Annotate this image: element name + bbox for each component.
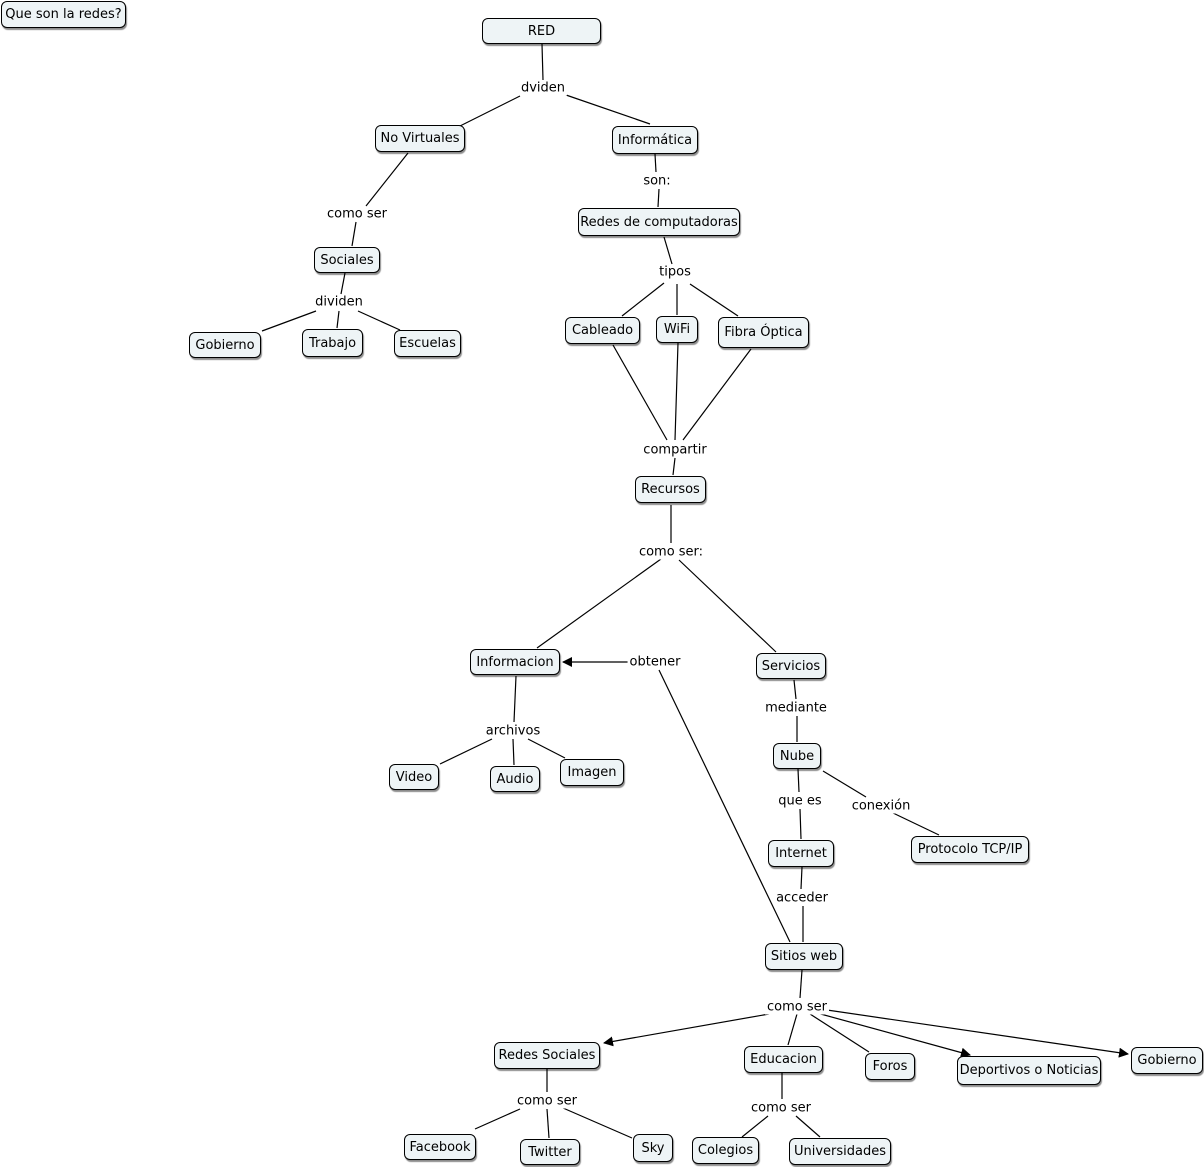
concept-trabajo[interactable]: Trabajo [302,329,363,357]
concept-wifi[interactable]: WiFi [656,316,698,343]
link-que-es[interactable]: que es [776,793,824,809]
concept-no-virtuales[interactable]: No Virtuales [375,125,465,152]
concept-informatica[interactable]: Informática [612,126,698,154]
concept-escuelas[interactable]: Escuelas [394,330,461,357]
link-obtener[interactable]: obtener [627,654,683,670]
link-conexion[interactable]: conexión [849,798,913,814]
concept-servicios[interactable]: Servicios [756,653,826,679]
concept-cableado[interactable]: Cableado [565,317,640,344]
concept-nube[interactable]: Nube [773,743,821,769]
concept-sociales[interactable]: Sociales [314,247,380,273]
concept-universidades[interactable]: Universidades [789,1138,891,1165]
link-compartir[interactable]: compartir [641,442,709,458]
concept-redes-sociales[interactable]: Redes Sociales [494,1042,600,1069]
concept-protocolo-tcp-ip[interactable]: Protocolo TCP/IP [911,836,1029,863]
concept-video[interactable]: Video [389,764,439,790]
link-como-ser-educacion[interactable]: como ser [749,1100,813,1116]
concept-imagen[interactable]: Imagen [560,759,624,786]
concept-redes-de-computadoras[interactable]: Redes de computadoras [578,208,740,236]
link-son[interactable]: son: [641,173,673,189]
concept-sitios-web[interactable]: Sitios web [765,943,843,970]
concept-gobierno-web[interactable]: Gobierno [1131,1047,1203,1074]
concept-internet[interactable]: Internet [768,840,834,867]
link-como-ser-sitios[interactable]: como ser [765,999,829,1015]
concept-colegios[interactable]: Colegios [692,1137,759,1164]
concept-deportivos-o-noticias[interactable]: Deportivos o Noticias [957,1056,1101,1085]
concept-twitter[interactable]: Twitter [520,1139,580,1165]
concept-recursos[interactable]: Recursos [635,476,706,503]
map-title-node[interactable]: Que son la redes? [1,1,126,28]
concept-red[interactable]: RED [482,18,601,44]
concept-sky[interactable]: Sky [633,1134,673,1162]
link-como-ser-redes-sociales[interactable]: como ser [515,1093,579,1109]
concept-audio[interactable]: Audio [490,766,540,792]
concept-foros[interactable]: Foros [865,1053,915,1080]
concept-gobierno[interactable]: Gobierno [189,332,261,358]
link-como-ser[interactable]: como ser [325,206,389,222]
link-acceder[interactable]: acceder [774,890,830,906]
link-mediante[interactable]: mediante [763,700,829,716]
concept-informacion[interactable]: Informacion [470,649,560,675]
link-archivos[interactable]: archivos [483,723,543,739]
link-tipos[interactable]: tipos [657,264,693,280]
link-dividen[interactable]: dividen [313,294,365,310]
link-dviden[interactable]: dviden [518,80,568,96]
link-como-ser-recursos[interactable]: como ser: [636,544,706,560]
concept-fibra-optica[interactable]: Fibra Óptica [718,317,809,348]
concept-facebook[interactable]: Facebook [404,1134,476,1160]
concept-educacion[interactable]: Educacion [744,1046,823,1073]
